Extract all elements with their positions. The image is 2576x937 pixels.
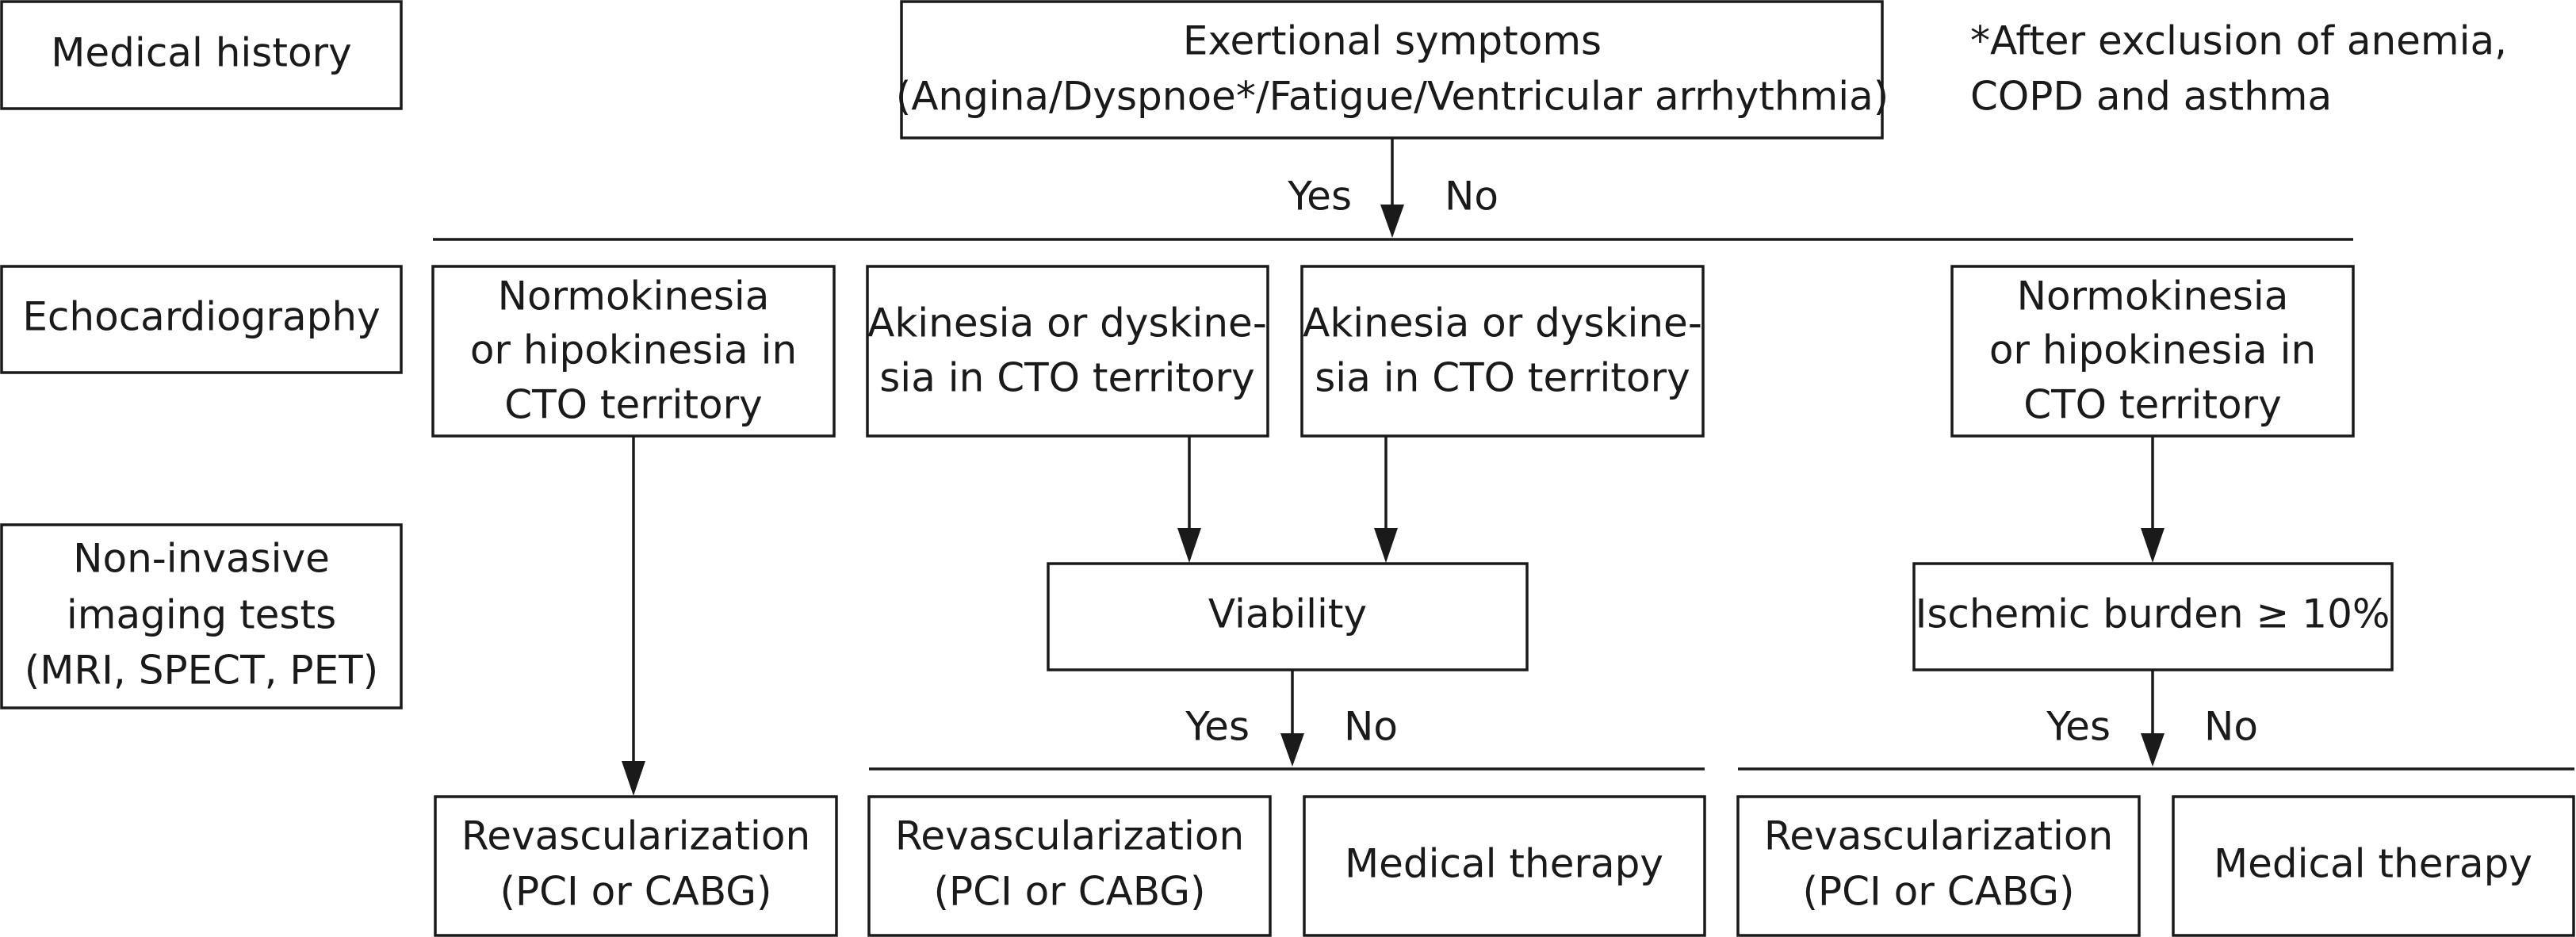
outcome-revasc-3-box <box>1736 795 2141 937</box>
branch-ischemic-yes-label: Yes <box>2046 704 2111 750</box>
branch-top-no-label: No <box>1445 174 1499 220</box>
arrowhead-normokinesia-right <box>2141 528 2165 563</box>
arrowhead-viability <box>1280 733 1304 767</box>
node-ischemic-burden-label: Ischemic burden ≥ 10% <box>1916 591 2390 637</box>
node-akinesia-left-line-1: Akinesia or dyskine- <box>867 300 1267 346</box>
node-viability: Viability <box>1047 562 1529 671</box>
outcome-revasc-3-line-1: Revascularization <box>1764 813 2113 859</box>
outcome-medical-1: Medical therapy <box>1303 795 1706 937</box>
outcome-revasc-2: Revascularization (PCI or CABG) <box>867 795 1272 937</box>
row-noninvasive-imaging: Non-invasive imaging tests (MRI, SPECT, … <box>0 523 403 709</box>
node-akinesia-right-box <box>1300 265 1705 438</box>
node-normokinesia-left-line-3: CTO territory <box>504 382 763 428</box>
branch-ischemic-no-label: No <box>2204 704 2258 750</box>
outcome-revasc-3-line-2: (PCI or CABG) <box>1802 869 2074 915</box>
outcome-revasc-2-box <box>867 795 1272 937</box>
node-normokinesia-left-line-2: or hipokinesia in <box>470 327 797 373</box>
node-normokinesia-right: Normokinesia or hipokinesia in CTO terri… <box>1950 265 2355 438</box>
node-exertional-symptoms-line-2: (Angina/Dyspnoe*/Fatigue/Ventricular arr… <box>896 74 1889 120</box>
node-normokinesia-left-line-1: Normokinesia <box>498 273 770 319</box>
row-noninvasive-box <box>0 523 403 709</box>
node-normokinesia-right-line-2: or hipokinesia in <box>1989 327 2316 373</box>
footnote: *After exclusion of anemia, COPD and ast… <box>1970 18 2507 120</box>
node-normokinesia-left: Normokinesia or hipokinesia in CTO terri… <box>431 265 836 438</box>
branch-top-yes-label: Yes <box>1287 174 1352 220</box>
row-medical-history-box <box>0 0 403 110</box>
row-noninvasive-line-2: imaging tests <box>67 592 336 638</box>
outcome-revasc-1-line-1: Revascularization <box>461 813 810 859</box>
row-noninvasive-line-3: (MRI, SPECT, PET) <box>25 648 378 694</box>
node-normokinesia-right-box <box>1950 265 2355 438</box>
node-akinesia-right-line-1: Akinesia or dyskine- <box>1303 300 1702 346</box>
node-ischemic-burden: Ischemic burden ≥ 10% <box>1912 562 2394 671</box>
row-echocardiography-box <box>0 265 403 374</box>
node-normokinesia-left-box <box>431 265 836 438</box>
branch-viability-no-label: No <box>1344 704 1398 750</box>
node-exertional-symptoms-line-1: Exertional symptoms <box>1183 18 1602 64</box>
arrowhead-akinesia-right <box>1374 528 1398 563</box>
footnote-line-1: *After exclusion of anemia, <box>1970 18 2507 64</box>
outcome-medical-2-box <box>2172 795 2575 937</box>
node-akinesia-right: Akinesia or dyskine- sia in CTO territor… <box>1300 265 1705 438</box>
outcome-medical-2-label: Medical therapy <box>2214 841 2532 887</box>
node-exertional-symptoms: Exertional symptoms (Angina/Dyspnoe*/Fat… <box>896 0 1889 140</box>
node-akinesia-right-line-2: sia in CTO territory <box>1315 355 1690 401</box>
row-medical-history: Medical history <box>0 0 403 110</box>
outcome-revasc-1-box <box>434 795 838 937</box>
footnote-line-2: COPD and asthma <box>1970 74 2332 120</box>
node-viability-label: Viability <box>1208 591 1367 637</box>
outcome-revasc-2-line-1: Revascularization <box>895 813 1244 859</box>
node-akinesia-left-line-2: sia in CTO territory <box>879 355 1255 401</box>
arrowhead-akinesia-left <box>1177 528 1201 563</box>
arrowhead-ischemic <box>2141 733 2165 767</box>
outcome-revasc-3: Revascularization (PCI or CABG) <box>1736 795 2141 937</box>
row-echocardiography-label: Echocardiography <box>22 294 380 340</box>
arrowhead-normokinesia-left <box>622 761 645 796</box>
outcome-revasc-2-line-2: (PCI or CABG) <box>933 869 1205 915</box>
arrowhead-symptoms <box>1380 205 1404 238</box>
row-echocardiography: Echocardiography <box>0 265 403 374</box>
outcome-revasc-1: Revascularization (PCI or CABG) <box>434 795 838 937</box>
node-normokinesia-right-line-3: CTO territory <box>2023 382 2282 428</box>
node-viability-box <box>1047 562 1529 671</box>
node-akinesia-left: Akinesia or dyskine- sia in CTO territor… <box>866 265 1269 438</box>
node-exertional-symptoms-box <box>900 0 1884 140</box>
row-noninvasive-line-1: Non-invasive <box>73 536 330 582</box>
outcome-medical-1-box <box>1303 795 1706 937</box>
row-medical-history-label: Medical history <box>51 30 351 76</box>
node-normokinesia-right-line-1: Normokinesia <box>2017 273 2289 319</box>
outcome-medical-1-label: Medical therapy <box>1345 841 1663 887</box>
node-ischemic-burden-box <box>1912 562 2394 671</box>
node-akinesia-left-box <box>866 265 1269 438</box>
branch-viability-yes-label: Yes <box>1185 704 1250 750</box>
outcome-medical-2: Medical therapy <box>2172 795 2575 937</box>
outcome-revasc-1-line-2: (PCI or CABG) <box>500 869 771 915</box>
